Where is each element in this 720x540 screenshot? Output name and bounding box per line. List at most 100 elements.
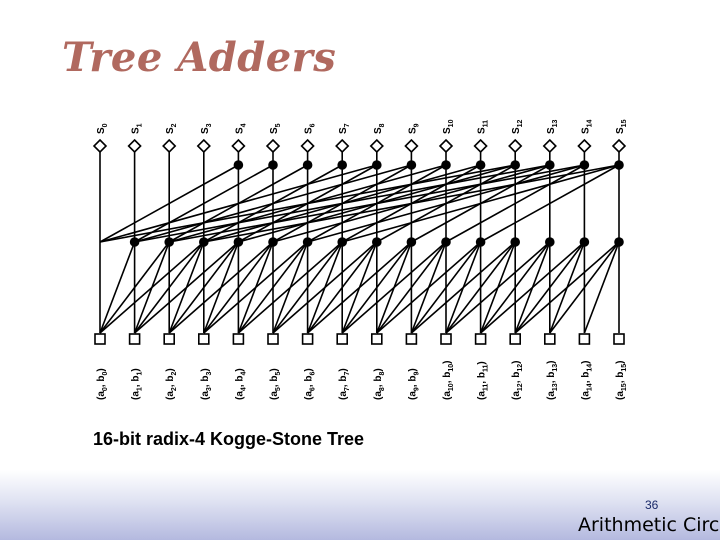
stage1-node [545, 237, 555, 247]
stage1-wire [410, 241, 516, 334]
stage2-wire [445, 164, 585, 243]
input-square [198, 333, 210, 345]
stage2-node [579, 160, 590, 170]
input-square [128, 333, 141, 345]
stage2-wire [203, 164, 620, 243]
stage2-node [614, 160, 624, 170]
stage1-node [302, 237, 313, 247]
output-diamond [127, 138, 142, 154]
stage2-wire [134, 164, 550, 243]
stage1-node [337, 237, 348, 247]
stage1-wire [307, 241, 412, 334]
stage1-node [372, 237, 382, 247]
output-diamond [577, 138, 592, 154]
input-pair-label: (a3, b3) [200, 368, 213, 400]
sum-output-label: S7 [338, 123, 351, 134]
stage2-node [302, 160, 313, 170]
sum-output-label: S0 [96, 123, 109, 134]
stage1-wire [549, 241, 620, 334]
tree-wires [99, 152, 620, 334]
stage1-wire [237, 241, 309, 334]
output-diamond [300, 138, 315, 154]
stage2-wire [134, 164, 274, 243]
input-pair-label: (a13, b13) [546, 360, 559, 400]
figure-caption: 16-bit radix-4 Kogge-Stone Tree [93, 429, 365, 449]
footer-text: Arithmetic Circui [578, 514, 720, 536]
stage1-wire [480, 241, 585, 334]
tree-labels: S0S1S2S3S4S5S6S7S8S9S10S11S12S13S14S15(a… [96, 119, 628, 400]
stage1-wire [514, 241, 620, 334]
input-square [336, 333, 349, 345]
stage2-wire [480, 164, 620, 243]
output-diamond [542, 138, 557, 154]
sum-output-label: S2 [165, 123, 178, 134]
input-pair-label: (a4, b4) [234, 368, 247, 400]
input-pair-label: (a9, b9) [407, 368, 420, 400]
stage1-wire [583, 241, 620, 334]
sum-output-label: S6 [304, 123, 317, 134]
input-pair-label: (a0, b0) [96, 368, 109, 400]
stage2-wire [341, 164, 620, 243]
stage1-wire [168, 241, 240, 334]
stage2-node [337, 160, 348, 170]
sum-output-label: S10 [442, 119, 455, 134]
stage1-node [510, 237, 520, 247]
stage2-node [268, 160, 278, 170]
sum-output-label: S3 [200, 123, 213, 134]
sum-output-label: S1 [131, 123, 144, 134]
sum-output-label: S15 [615, 119, 628, 134]
stage2-wire [169, 164, 585, 243]
output-diamond [611, 138, 627, 154]
sum-output-label: S5 [269, 123, 282, 134]
input-square [613, 333, 625, 345]
stage2-node [233, 160, 244, 170]
input-pair-label: (a5, b5) [269, 368, 282, 400]
stage1-wire [376, 241, 447, 334]
output-diamond [404, 138, 419, 154]
stage2-node [475, 160, 486, 170]
stage1-node [129, 237, 140, 247]
sum-output-label: S14 [580, 119, 593, 134]
kogge-stone-diagram: S0S1S2S3S4S5S6S7S8S9S10S11S12S13S14S15(a… [92, 119, 628, 400]
stage1-node [614, 237, 624, 247]
page-number: 36 [645, 498, 659, 512]
stage1-wire [341, 241, 447, 334]
stage1-wire [168, 241, 274, 334]
footer-band [0, 470, 720, 540]
stage1-wire [99, 241, 170, 334]
stage1-wire [306, 241, 378, 334]
output-diamond [265, 138, 281, 154]
stage1-wire [272, 241, 343, 334]
stage1-wire [203, 241, 309, 334]
input-square [543, 333, 556, 345]
stage2-wire [307, 164, 585, 243]
input-pair-label: (a11, b11) [477, 361, 490, 400]
stage1-node [475, 237, 486, 247]
output-diamond [162, 138, 177, 154]
stage1-wire [445, 241, 516, 334]
stage2-node [406, 160, 417, 170]
output-diamond [369, 138, 384, 154]
input-pair-label: (a12, b12) [511, 360, 524, 400]
input-square [578, 333, 591, 345]
input-pair-label: (a2, b2) [165, 368, 178, 400]
output-diamond [438, 138, 454, 154]
stage1-wire [99, 241, 205, 334]
stage2-node [372, 160, 382, 170]
stage1-wire [341, 241, 413, 334]
stage1-wire [445, 241, 551, 334]
output-diamond [92, 138, 108, 154]
output-diamond [196, 138, 211, 154]
stage2-wire [99, 164, 239, 243]
stage1-wire [133, 241, 205, 334]
stage2-wire [134, 164, 412, 243]
stage1-node [579, 237, 590, 247]
input-square [301, 333, 314, 345]
output-diamond [473, 138, 488, 154]
stage1-wire [479, 241, 551, 334]
stage1-node [199, 237, 209, 247]
input-square [474, 333, 487, 345]
input-pair-label: (a1, b1) [131, 368, 144, 400]
input-square [440, 333, 452, 345]
input-square [232, 333, 245, 345]
